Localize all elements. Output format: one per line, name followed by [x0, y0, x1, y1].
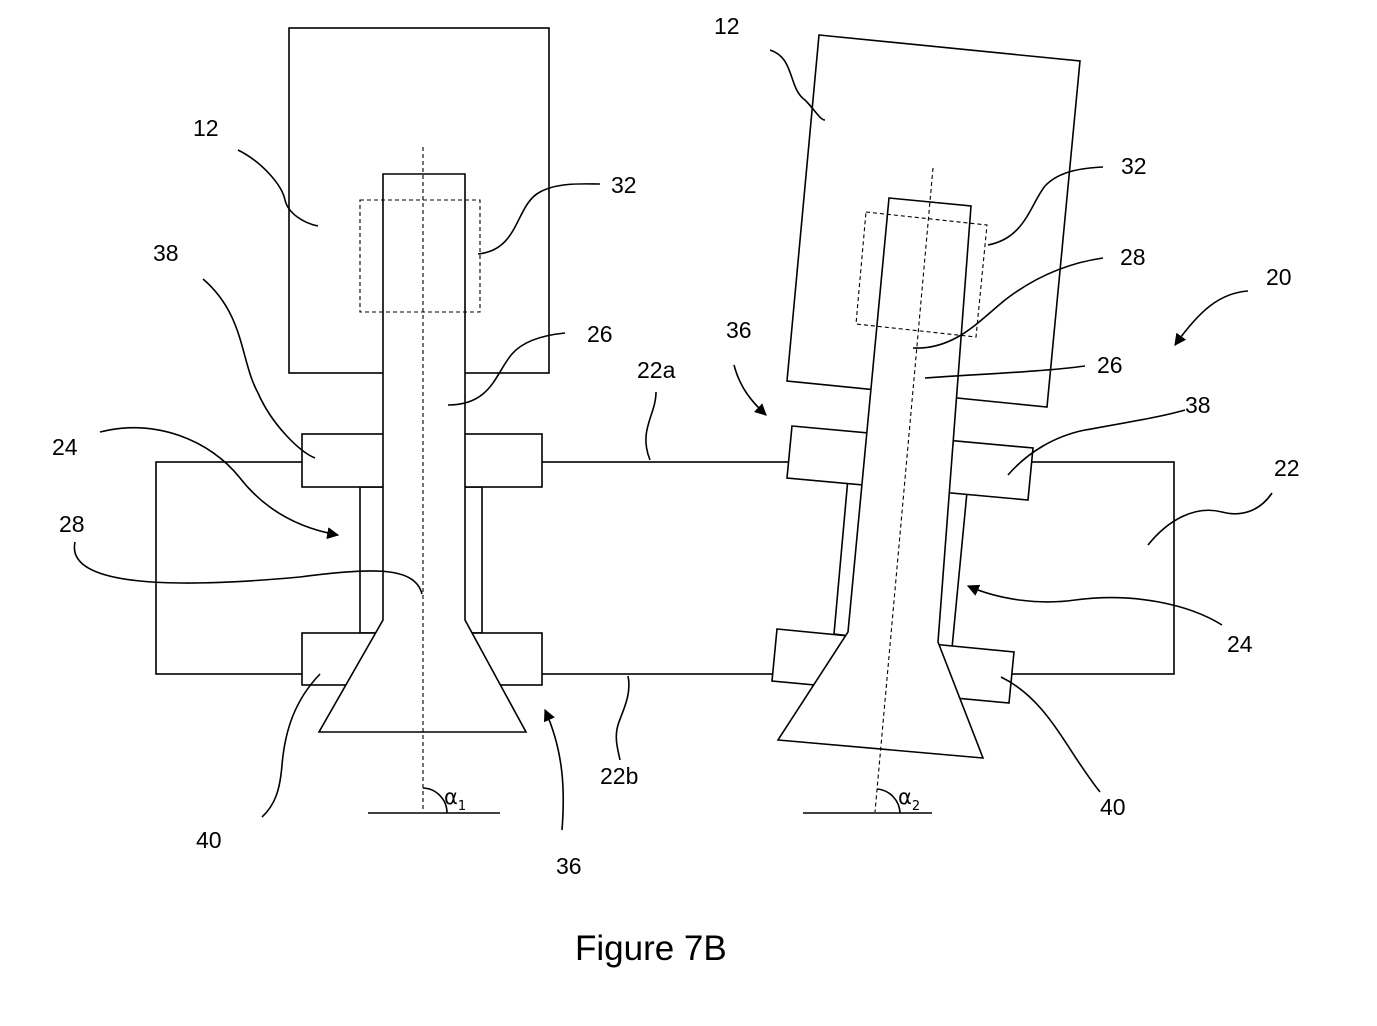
- label-housing-right: 12: [714, 13, 740, 39]
- label-stem-left: 26: [587, 321, 613, 347]
- figure-caption: Figure 7B: [575, 929, 727, 968]
- label-magnet-right: 32: [1121, 153, 1147, 179]
- leader-36-top: [734, 365, 766, 415]
- label-collar-bottom-right: 40: [1100, 794, 1126, 820]
- label-opening-top: 36: [726, 317, 752, 343]
- reference-labels: 12 12 32 32 38 38 26 26 28 28 20 24 24 2…: [52, 13, 1300, 879]
- leader-40-right: [1001, 677, 1100, 792]
- label-stem-right: 26: [1097, 352, 1123, 378]
- label-bore-left: 24: [52, 434, 78, 460]
- right-assembly: [772, 35, 1080, 813]
- left-assembly: [289, 28, 549, 813]
- label-housing-left: 12: [193, 115, 219, 141]
- right-angle-arc: [877, 789, 900, 813]
- label-assembly: 20: [1266, 264, 1292, 290]
- label-top-surface: 22a: [637, 357, 676, 383]
- leader-36-bottom: [545, 710, 563, 830]
- leader-20: [1175, 291, 1248, 345]
- label-axis-left: 28: [59, 511, 85, 537]
- leader-lines: [74, 50, 1272, 830]
- leader-22b: [616, 676, 629, 760]
- label-collar-top-left: 38: [153, 240, 179, 266]
- angle-label-right: α2: [898, 785, 920, 814]
- label-axis-right: 28: [1120, 244, 1146, 270]
- label-bore-right: 24: [1227, 631, 1253, 657]
- label-collar-top-right: 38: [1185, 392, 1211, 418]
- leader-22a: [646, 392, 656, 460]
- label-bottom-surface: 22b: [600, 763, 638, 789]
- label-opening-bottom: 36: [556, 853, 582, 879]
- label-collar-bottom-left: 40: [196, 827, 222, 853]
- label-magnet-left: 32: [611, 172, 637, 198]
- label-body: 22: [1274, 455, 1300, 481]
- leader-40-left: [262, 674, 320, 817]
